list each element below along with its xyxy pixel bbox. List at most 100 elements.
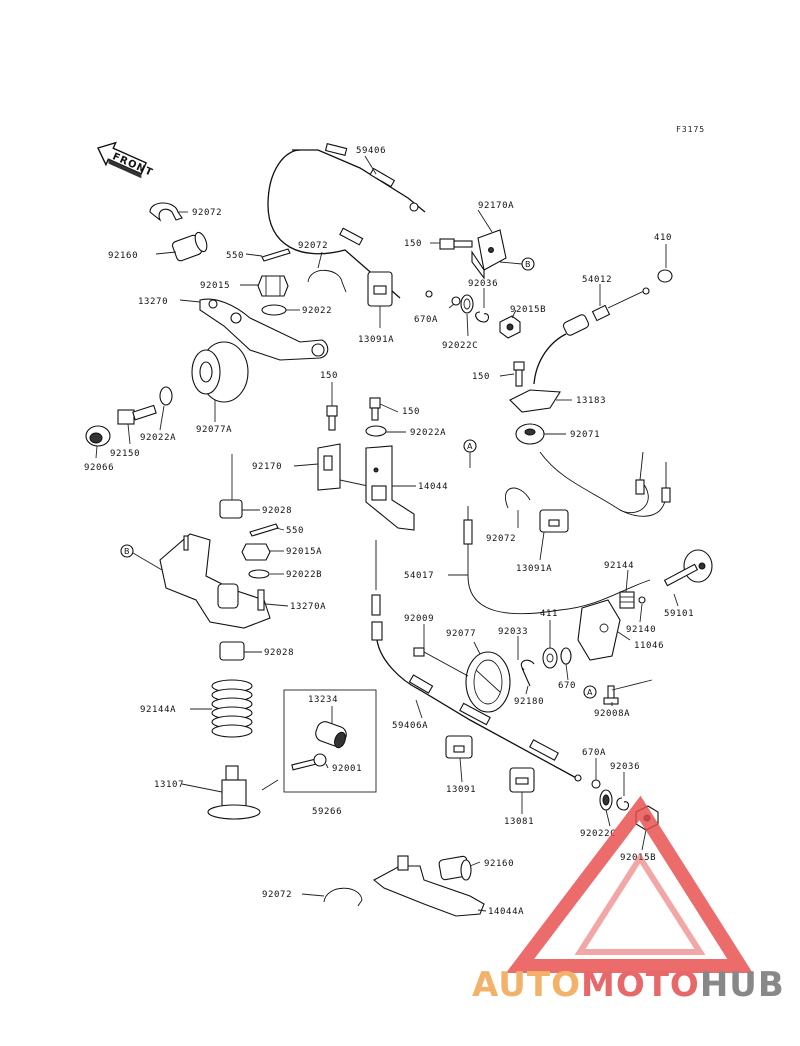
label-92072-bot: 92072 bbox=[262, 890, 292, 900]
front-arrow-icon: FRONT bbox=[97, 141, 155, 179]
bracket-92170A bbox=[471, 229, 507, 280]
cable-54017 bbox=[463, 506, 651, 615]
label-92022C-top: 92022C bbox=[442, 341, 478, 351]
label-550-mid: 550 bbox=[286, 526, 304, 536]
label-92160-top: 92160 bbox=[108, 251, 138, 261]
bolt-150-mid1 bbox=[326, 405, 338, 431]
label-54012: 54012 bbox=[582, 275, 612, 285]
grommet-92160-top bbox=[171, 231, 208, 262]
cap-92066 bbox=[85, 425, 111, 447]
label-13270: 13270 bbox=[138, 297, 168, 307]
label-92015B-top: 92015B bbox=[510, 305, 546, 315]
bracket-14044A bbox=[373, 865, 485, 917]
watermark-auto: AUTO bbox=[472, 965, 581, 1005]
label-92015B-bot: 92015B bbox=[620, 853, 656, 863]
label-92072-cable: 92072 bbox=[486, 534, 516, 544]
washer-92022C-top bbox=[460, 294, 474, 314]
washer-92022C-bot bbox=[599, 789, 613, 811]
leader-lines bbox=[95, 155, 679, 912]
svg-text:B: B bbox=[525, 260, 531, 269]
grommet-13091A-mid bbox=[539, 509, 569, 533]
label-410: 410 bbox=[654, 233, 672, 243]
clamp-92072-mid bbox=[307, 269, 347, 293]
label-92066: 92066 bbox=[84, 463, 114, 473]
bolt-92001 bbox=[291, 753, 327, 771]
label-670A-top: 670A bbox=[414, 315, 438, 325]
cover-11046 bbox=[577, 599, 621, 661]
label-92071: 92071 bbox=[570, 430, 600, 440]
label-13091: 13091 bbox=[446, 785, 476, 795]
callout-a-bot: A bbox=[583, 685, 597, 699]
grommet-13091A-top bbox=[367, 271, 393, 307]
lever-59101 bbox=[663, 549, 713, 587]
spring-92144A bbox=[211, 679, 253, 738]
washer-411 bbox=[542, 647, 558, 669]
throttle-cable-59406 bbox=[267, 143, 433, 299]
label-150-right: 150 bbox=[472, 372, 490, 382]
washer-92022A-mid bbox=[365, 425, 387, 437]
label-14044: 14044 bbox=[418, 482, 448, 492]
label-92022C-bot: 92022C bbox=[580, 829, 616, 839]
label-92140: 92140 bbox=[626, 625, 656, 635]
label-92150: 92150 bbox=[110, 449, 140, 459]
watermark-logo: AUTOMOTOHUB bbox=[472, 795, 785, 1005]
knob-92077 bbox=[465, 651, 511, 713]
bracket-92170 bbox=[317, 443, 341, 491]
cotter-pin-550-top bbox=[261, 248, 291, 262]
label-59406: 59406 bbox=[356, 146, 386, 156]
castle-nut-92015A bbox=[241, 543, 271, 561]
damper-92077A bbox=[191, 341, 249, 403]
washer-92022 bbox=[261, 304, 287, 316]
label-92022B: 92022B bbox=[286, 570, 322, 580]
label-59101: 59101 bbox=[664, 609, 694, 619]
label-59406A: 59406A bbox=[392, 721, 428, 731]
label-670A-bot: 670A bbox=[582, 748, 606, 758]
washer-92022A bbox=[159, 386, 173, 406]
watermark-hub: HUB bbox=[700, 965, 785, 1005]
label-14044A: 14044A bbox=[488, 907, 524, 917]
cap-92071 bbox=[515, 423, 545, 445]
callout-b-bot: B bbox=[120, 544, 163, 571]
label-92160-bot: 92160 bbox=[484, 859, 514, 869]
ring-670A-top bbox=[451, 296, 461, 306]
label-13091A-mid: 13091A bbox=[516, 564, 552, 574]
clip-92033 bbox=[520, 659, 535, 671]
label-92170A: 92170A bbox=[478, 201, 514, 211]
watermark-triangle-icon bbox=[505, 795, 753, 973]
nut-92015B-top bbox=[499, 315, 521, 339]
spring-92144 bbox=[619, 591, 635, 609]
bolt-150-mid2 bbox=[369, 397, 381, 421]
label-92072-mid: 92072 bbox=[298, 241, 328, 251]
part-labels: 59406 92170A 92072 92160 550 92072 92015… bbox=[84, 146, 694, 917]
pedal-13107 bbox=[207, 765, 261, 820]
label-92022: 92022 bbox=[302, 306, 332, 316]
label-13091A-top: 13091A bbox=[358, 335, 394, 345]
grommet-92160-bot bbox=[438, 855, 472, 881]
collar-92028-bot bbox=[219, 641, 245, 661]
castle-nut-92015 bbox=[257, 275, 289, 297]
lever-13270 bbox=[199, 298, 329, 361]
label-92072-top: 92072 bbox=[192, 208, 222, 218]
bracket-14044 bbox=[365, 445, 415, 531]
lever-13270A bbox=[159, 533, 271, 629]
choke-cable-54012 bbox=[533, 287, 650, 385]
bolt-150-right bbox=[513, 361, 525, 387]
label-92015: 92015 bbox=[200, 281, 230, 291]
label-59266: 59266 bbox=[312, 807, 342, 817]
label-92036-top: 92036 bbox=[468, 279, 498, 289]
label-92022A-mid: 92022A bbox=[410, 428, 446, 438]
label-92028-top: 92028 bbox=[262, 506, 292, 516]
clip-92036-top bbox=[475, 311, 490, 323]
label-92001: 92001 bbox=[332, 764, 362, 774]
clamp-92072-cable bbox=[505, 487, 531, 509]
label-411: 411 bbox=[540, 609, 558, 619]
ring-92140 bbox=[638, 596, 646, 604]
bolt-92150 bbox=[117, 404, 157, 425]
cotter-pin-550-mid bbox=[249, 523, 279, 537]
label-92144: 92144 bbox=[604, 561, 634, 571]
label-92015A: 92015A bbox=[286, 547, 322, 557]
ring-670A-bot bbox=[591, 779, 601, 789]
label-13234: 13234 bbox=[308, 695, 338, 705]
